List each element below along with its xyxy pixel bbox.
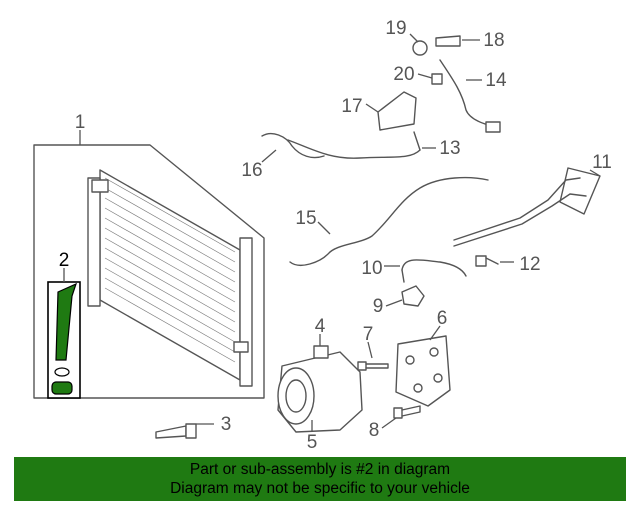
part-9-valve xyxy=(385,285,425,307)
callout-3: 3 xyxy=(221,414,232,435)
part-8-bolt xyxy=(381,405,421,429)
part-20-bolt xyxy=(417,73,443,85)
callout-6: 6 xyxy=(437,308,448,329)
callout-18: 18 xyxy=(483,30,504,51)
part-11-lines xyxy=(453,167,601,247)
callout-7: 7 xyxy=(363,324,374,345)
part-15-hose xyxy=(289,176,489,266)
callout-2: 2 xyxy=(59,250,70,271)
callout-8: 8 xyxy=(369,420,380,441)
callout-1: 1 xyxy=(75,112,86,133)
part-19-nut xyxy=(409,33,428,56)
callout-10: 10 xyxy=(361,258,382,279)
callout-13: 13 xyxy=(439,138,460,159)
callout-14: 14 xyxy=(485,70,507,91)
callout-19: 19 xyxy=(385,18,406,39)
callout-20: 20 xyxy=(393,64,414,85)
callout-17: 17 xyxy=(341,96,362,117)
callout-4: 4 xyxy=(315,316,326,337)
callout-9: 9 xyxy=(373,296,384,317)
part-10-hose xyxy=(384,259,467,283)
part-6-bracket xyxy=(395,325,451,407)
part-3-bolt xyxy=(155,423,214,439)
part-16-line xyxy=(261,132,325,163)
banner-line-2: Diagram may not be specific to your vehi… xyxy=(170,480,470,497)
part-12-fitting xyxy=(475,255,514,267)
callout-11: 11 xyxy=(592,152,612,173)
part-14-line xyxy=(439,59,501,133)
assembly-box xyxy=(33,144,265,399)
info-banner: Part or sub-assembly is #2 in diagram Di… xyxy=(14,457,626,501)
part-17-bracket xyxy=(365,91,417,131)
banner-line-1: Part or sub-assembly is #2 in diagram xyxy=(189,461,451,478)
part-4-compressor xyxy=(277,334,363,433)
callout-16: 16 xyxy=(241,160,262,181)
callout-5: 5 xyxy=(307,432,318,453)
part-13-line xyxy=(287,131,436,159)
callout-15: 15 xyxy=(295,208,316,229)
part-18-bolt xyxy=(435,35,480,47)
part-2-receiver-drier[interactable] xyxy=(47,268,81,399)
callout-12: 12 xyxy=(519,254,540,275)
condenser-assembly xyxy=(33,130,265,399)
part-7-bolt xyxy=(357,341,389,371)
